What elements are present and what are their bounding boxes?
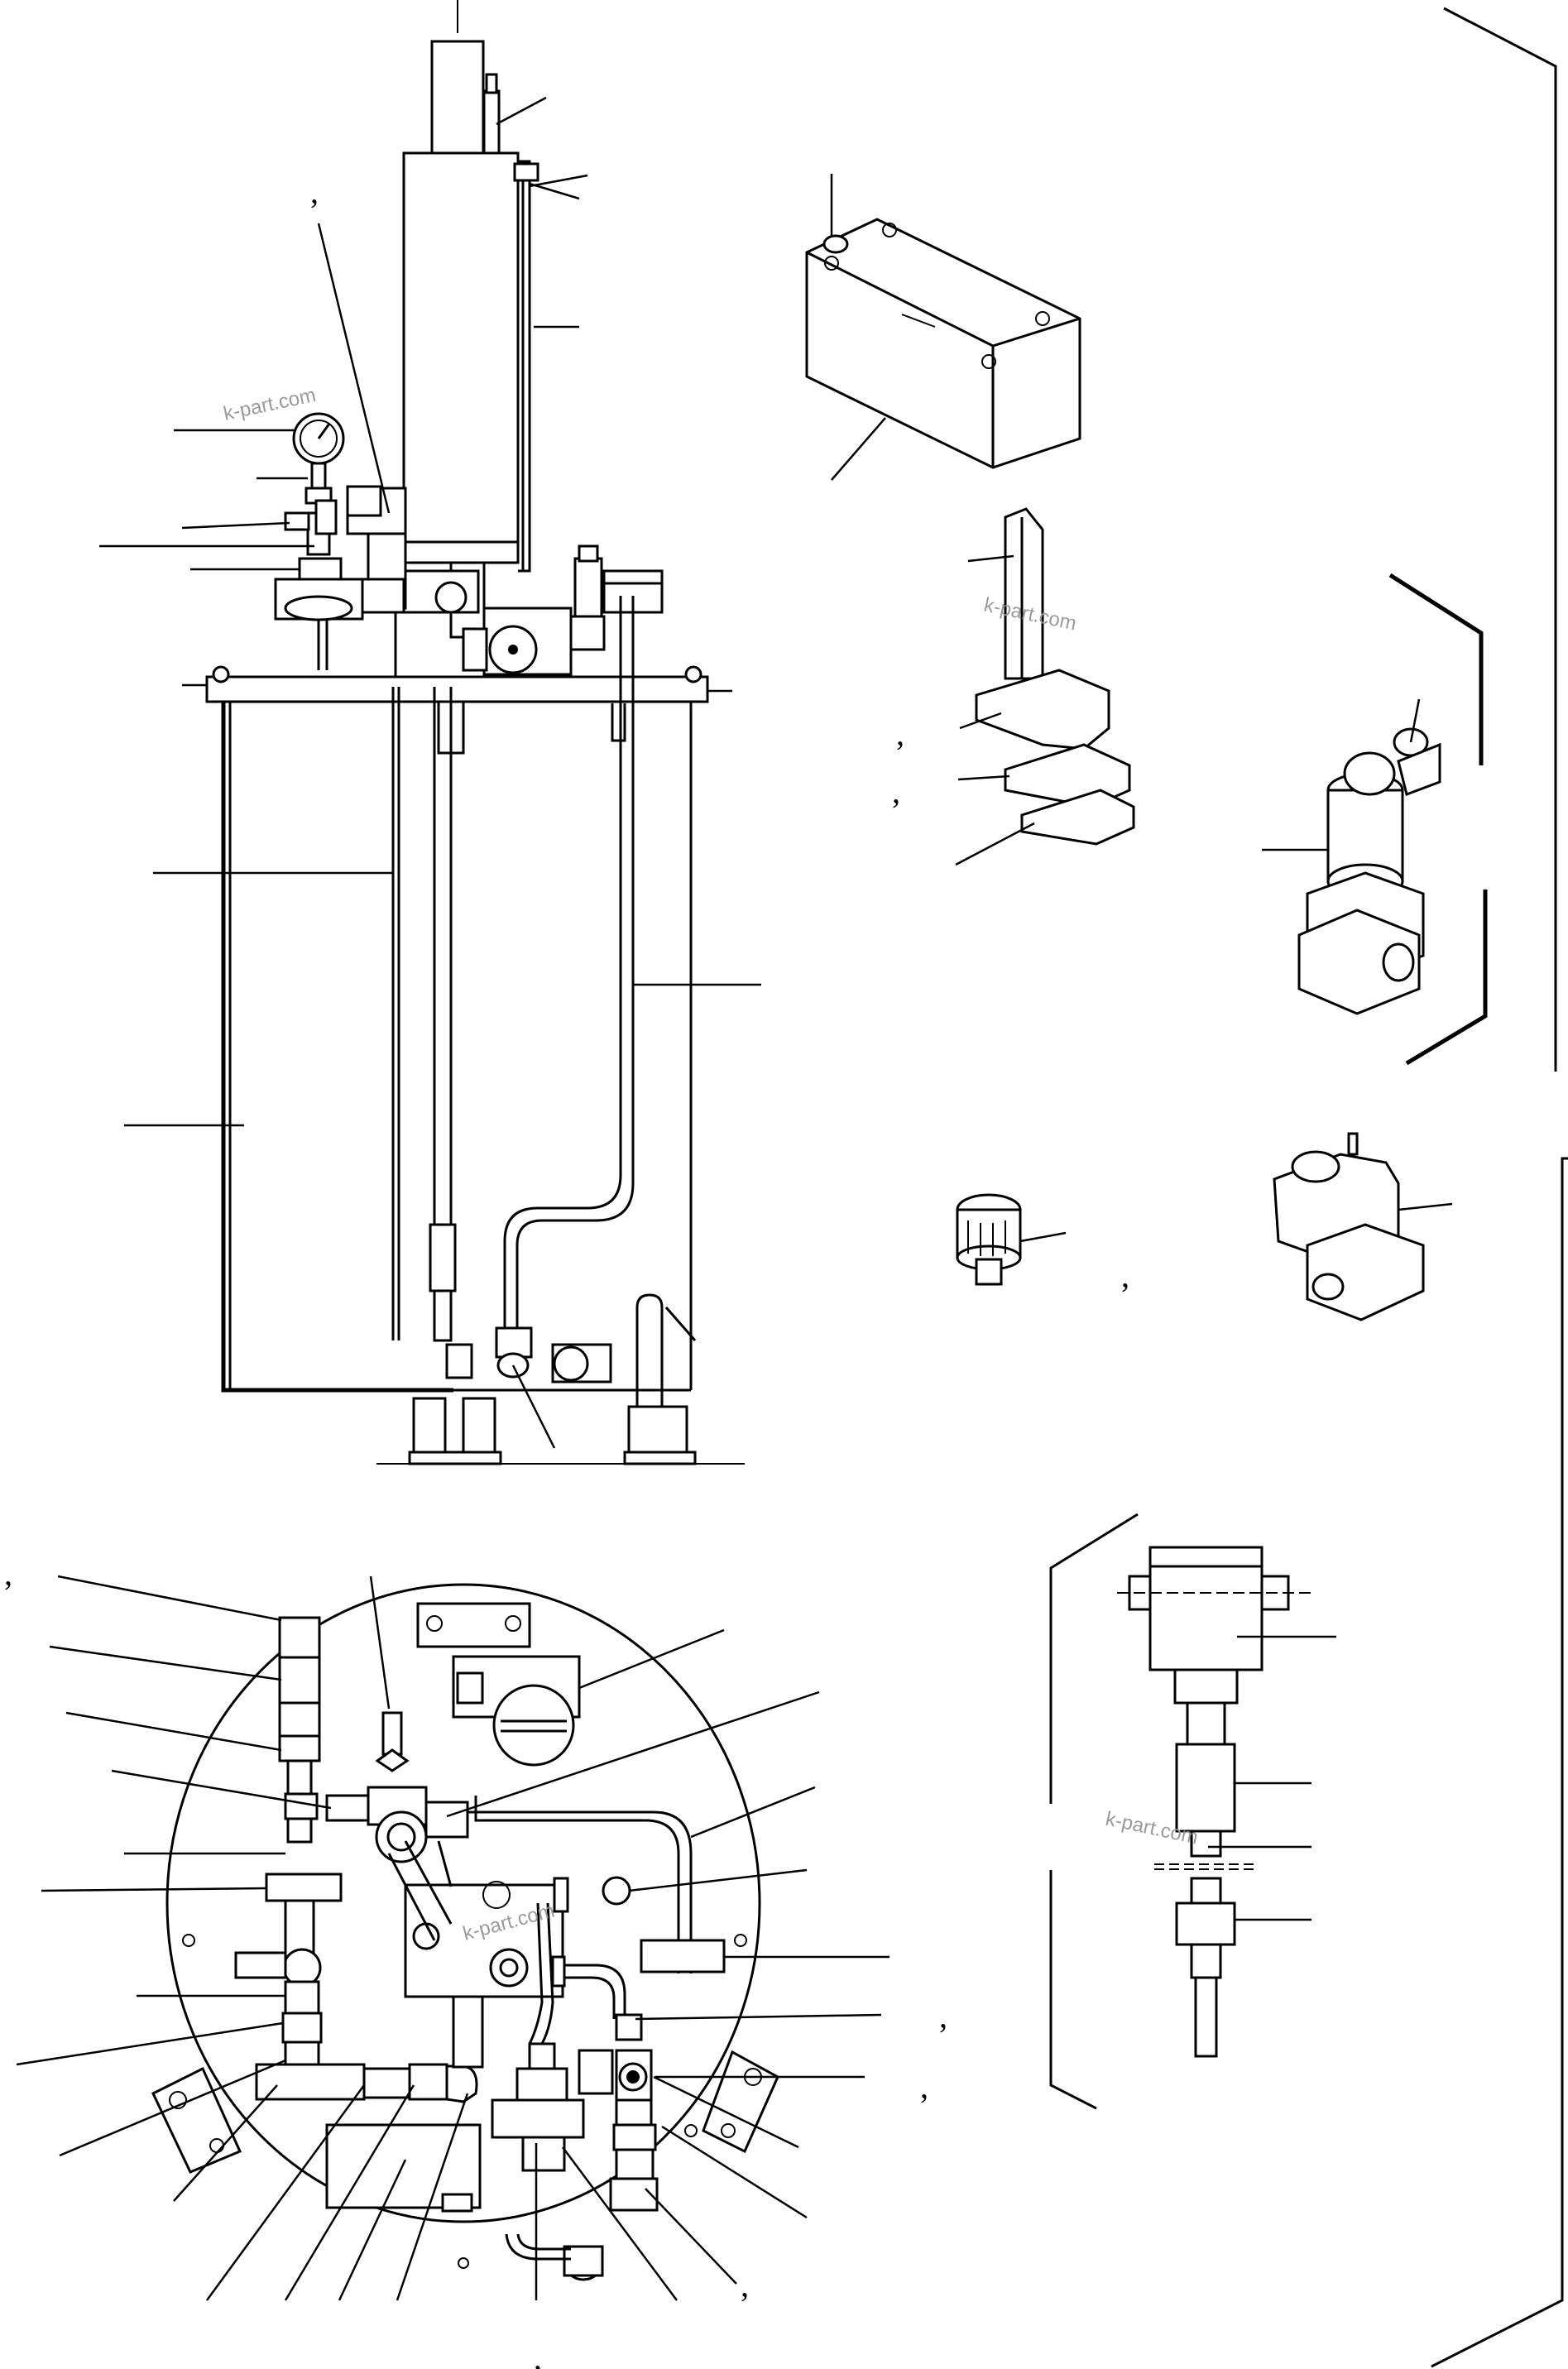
tank-assembly-side-view: [205, 0, 745, 1465]
leader-lines-bottom-left: [16, 1575, 889, 2301]
callout-mark: ,: [534, 2339, 542, 2369]
solenoid-valve-2: [1273, 1132, 1453, 1321]
solenoid-valve-1: [1262, 698, 1441, 1015]
callout-mark: ,: [4, 1555, 12, 1592]
control-box: [805, 174, 1081, 481]
callout-mark: ,: [310, 173, 319, 210]
leader-lines-top-left: [99, 96, 761, 1449]
callout-mark: ,: [892, 773, 900, 810]
level-sensor-detail: [1049, 1513, 1336, 2110]
callout-mark: ,: [939, 1997, 947, 2035]
detail-bracket-right: [1388, 7, 1568, 2368]
callout-mark: ,: [741, 2266, 749, 2304]
cap: [956, 1193, 1067, 1286]
callout-mark: ,: [920, 2068, 928, 2105]
callout-mark: ,: [1121, 1257, 1129, 1294]
callout-mark: ,: [896, 715, 904, 752]
din-rail-terminals: [955, 507, 1135, 866]
